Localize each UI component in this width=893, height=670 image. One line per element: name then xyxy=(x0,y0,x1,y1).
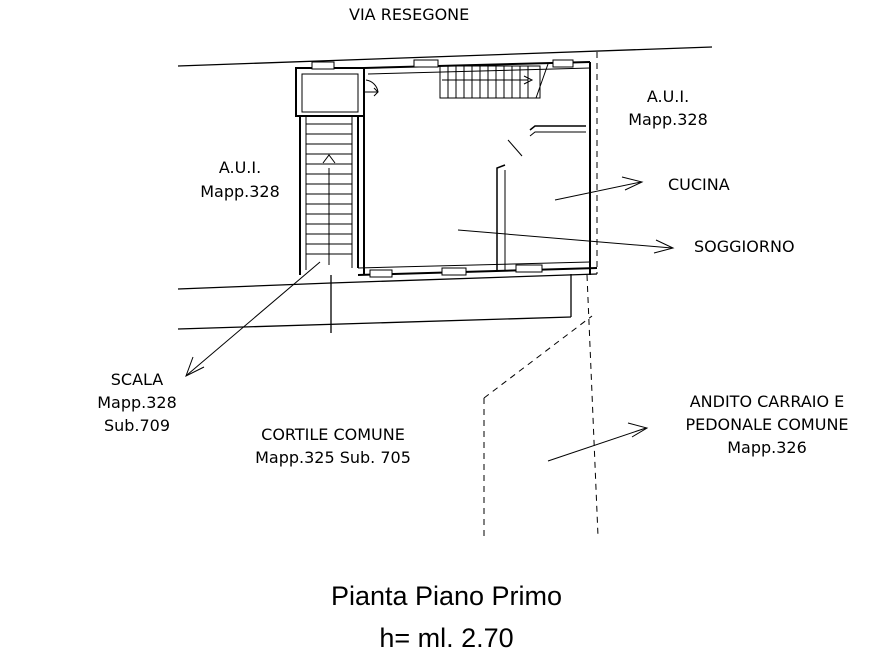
cucina-label: CUCINA xyxy=(668,175,730,194)
aui-left-line2: Mapp.328 xyxy=(200,182,280,201)
scala-label: SCALA Mapp.328 Sub.709 xyxy=(82,370,192,436)
andito-label: ANDITO CARRAIO E PEDONALE COMUNE Mapp.32… xyxy=(660,392,874,458)
openings xyxy=(311,59,574,278)
aui-left-label: A.U.I. Mapp.328 xyxy=(190,158,290,202)
aui-left-line1: A.U.I. xyxy=(218,158,262,177)
cortile-line2: Mapp.325 Sub. 705 xyxy=(255,448,411,467)
stair-treads xyxy=(305,63,549,270)
soggiorno-label: SOGGIORNO xyxy=(694,237,795,256)
dashed-lines xyxy=(483,52,599,537)
plan-title: Pianta Piano Primo xyxy=(330,581,563,611)
leader-arrows xyxy=(185,176,675,462)
plan-height: h= ml. 2.70 xyxy=(379,623,514,653)
vertical-markers xyxy=(330,274,572,333)
scala-line1: SCALA xyxy=(110,370,164,389)
cortile-line1: CORTILE COMUNE xyxy=(261,425,405,444)
andito-line1: ANDITO CARRAIO E xyxy=(689,392,845,411)
building-walls xyxy=(295,61,598,276)
aui-right-line2: Mapp.328 xyxy=(628,110,708,129)
street-label: VIA RESEGONE xyxy=(349,5,470,24)
andito-line3: Mapp.326 xyxy=(727,438,807,457)
aui-right-label: A.U.I. Mapp.328 xyxy=(613,87,723,130)
scala-line3: Sub.709 xyxy=(103,416,171,435)
cortile-label: CORTILE COMUNE Mapp.325 Sub. 705 xyxy=(228,425,438,468)
andito-line2: PEDONALE COMUNE xyxy=(685,415,849,434)
scala-line2: Mapp.328 xyxy=(97,393,177,412)
aui-right-line1: A.U.I. xyxy=(646,87,690,106)
door-swing xyxy=(364,79,523,157)
